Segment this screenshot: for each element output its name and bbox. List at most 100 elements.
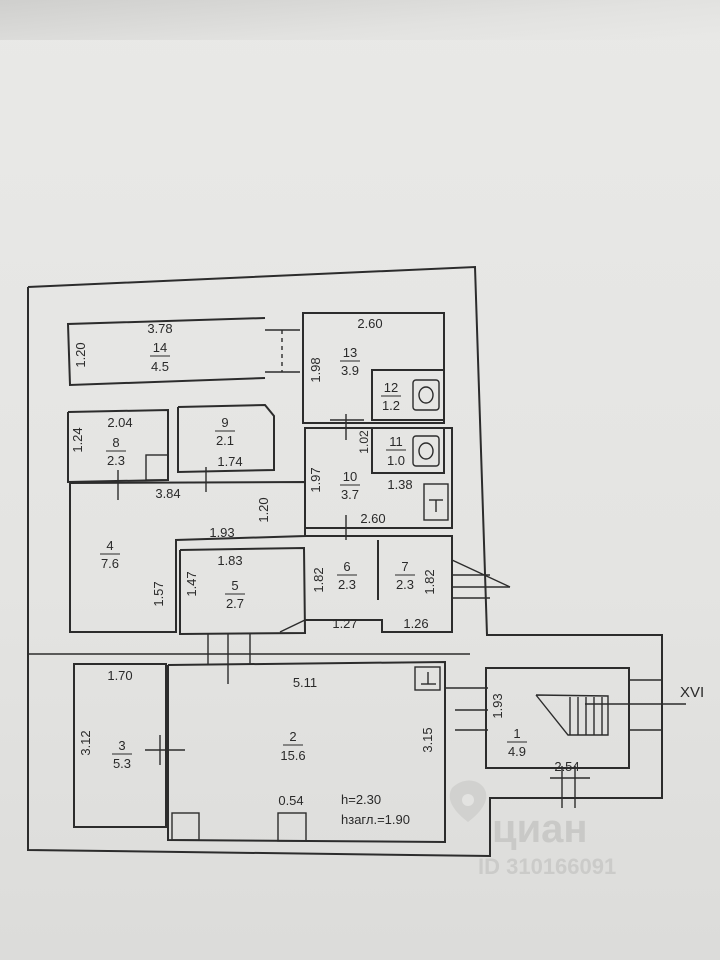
- svg-text:1.20: 1.20: [256, 497, 271, 522]
- entry-mark: [451, 559, 511, 588]
- room-3-label: 3 5.3 1.70 3.12: [78, 668, 133, 771]
- room-13-walls: [302, 312, 445, 424]
- svg-text:8: 8: [112, 435, 119, 450]
- svg-text:5.3: 5.3: [113, 756, 131, 771]
- svg-text:4.5: 4.5: [151, 359, 169, 374]
- svg-text:15.6: 15.6: [280, 748, 305, 763]
- svg-text:1.24: 1.24: [70, 427, 85, 452]
- column-2: [277, 812, 307, 842]
- svg-text:3.78: 3.78: [147, 321, 172, 336]
- room-1-walls: [485, 667, 630, 769]
- svg-text:14: 14: [153, 340, 167, 355]
- room-14-label: 14 4.5 3.78 1.20: [73, 321, 173, 374]
- svg-text:1.70: 1.70: [107, 668, 132, 683]
- room-10-walls: [304, 427, 453, 529]
- cian-logo-icon: [449, 780, 487, 822]
- svg-text:hзагл.=1.90: hзагл.=1.90: [341, 812, 410, 827]
- outer-wall: [27, 265, 663, 858]
- room-2-walls: [167, 660, 446, 844]
- svg-text:4: 4: [106, 538, 113, 553]
- threshold: [279, 618, 306, 633]
- svg-text:9: 9: [221, 415, 228, 430]
- svg-text:3.9: 3.9: [341, 363, 359, 378]
- room-5-label: 5 2.7 1.93 1.83 1.47: [184, 525, 245, 611]
- watermark-brand: циан: [492, 807, 588, 851]
- room-1-label: 1 4.9 1.93 2.54: [490, 693, 580, 774]
- svg-text:1.74: 1.74: [217, 454, 242, 469]
- svg-text:2.60: 2.60: [357, 316, 382, 331]
- room-13-label: 13 3.9 2.60 1.98: [308, 316, 383, 383]
- room-12-walls: [371, 369, 445, 421]
- svg-text:1.82: 1.82: [311, 567, 326, 592]
- svg-text:1.27: 1.27: [332, 616, 357, 631]
- svg-text:13: 13: [343, 345, 357, 360]
- room-5-walls: [179, 546, 307, 636]
- room-6-label: 6 2.3 1.82 1.27: [311, 559, 358, 631]
- svg-text:1.93: 1.93: [490, 693, 505, 718]
- heights-label: h=2.30 hзагл.=1.90: [341, 792, 410, 827]
- svg-text:2: 2: [289, 729, 296, 744]
- toilet-icon: [412, 435, 440, 467]
- room-10-fixture: [423, 483, 449, 521]
- room-8-niche: [145, 454, 169, 481]
- svg-text:11: 11: [389, 434, 403, 449]
- svg-text:1.20: 1.20: [73, 342, 88, 367]
- room-3-walls: [73, 663, 167, 828]
- svg-text:2.54: 2.54: [554, 759, 579, 774]
- room-11-label: 11 1.0 1.02: [357, 430, 406, 468]
- svg-text:3.12: 3.12: [78, 730, 93, 755]
- svg-text:2.7: 2.7: [226, 596, 244, 611]
- room-10-label: 10 3.7 1.97 1.38 2.60: [308, 467, 413, 526]
- svg-text:2.3: 2.3: [338, 577, 356, 592]
- svg-text:5.11: 5.11: [293, 675, 317, 690]
- svg-text:2.60: 2.60: [360, 511, 385, 526]
- svg-text:1: 1: [513, 726, 520, 741]
- sink-icon: [429, 499, 443, 512]
- stairs-icon: [535, 694, 609, 736]
- room-4-label: 4 7.6 3.84 1.57 1.20: [100, 486, 271, 607]
- room-6-7-walls: [305, 535, 453, 633]
- svg-text:10: 10: [343, 469, 357, 484]
- room-4-walls: [69, 480, 306, 633]
- room-2-label: 2 15.6 5.11 3.15 0.54: [278, 675, 435, 808]
- column-3: [414, 666, 441, 691]
- svg-text:1.57: 1.57: [151, 581, 166, 606]
- svg-text:0.54: 0.54: [278, 793, 303, 808]
- svg-text:2.3: 2.3: [107, 453, 125, 468]
- svg-text:12: 12: [384, 380, 398, 395]
- watermark-id: ID 310166091: [478, 854, 616, 879]
- svg-text:2.04: 2.04: [107, 415, 132, 430]
- room-14-walls: [66, 317, 266, 387]
- toilet-icon: [412, 379, 440, 411]
- svg-text:1.38: 1.38: [387, 477, 412, 492]
- svg-text:6: 6: [343, 559, 350, 574]
- svg-text:4.9: 4.9: [508, 744, 526, 759]
- room-9-label: 9 2.1 1.74: [215, 415, 243, 469]
- outlet-icon: [421, 672, 436, 685]
- svg-text:1.97: 1.97: [308, 467, 323, 492]
- svg-text:3: 3: [118, 738, 125, 753]
- svg-text:5: 5: [231, 578, 238, 593]
- svg-text:1.93: 1.93: [209, 525, 234, 540]
- svg-text:1.82: 1.82: [422, 569, 437, 594]
- svg-text:1.26: 1.26: [403, 616, 428, 631]
- svg-text:3.84: 3.84: [155, 486, 180, 501]
- room-9-walls: [177, 403, 275, 474]
- room-7-label: 7 2.3 1.82 1.26: [395, 559, 437, 631]
- section-mark: XVI: [680, 684, 704, 701]
- svg-text:3.7: 3.7: [341, 487, 359, 502]
- svg-text:h=2.30: h=2.30: [341, 792, 381, 807]
- column-1: [171, 812, 200, 841]
- paper-fold-shadow: [0, 0, 720, 40]
- svg-text:1.02: 1.02: [357, 430, 371, 454]
- room-8-label: 8 2.3 2.04 1.24: [70, 415, 133, 468]
- svg-text:1.47: 1.47: [184, 571, 199, 596]
- svg-text:1.2: 1.2: [382, 398, 400, 413]
- svg-text:7.6: 7.6: [101, 556, 119, 571]
- svg-text:7: 7: [401, 559, 408, 574]
- room-12-label: 12 1.2: [381, 380, 401, 413]
- svg-text:1.0: 1.0: [387, 453, 405, 468]
- svg-text:2.3: 2.3: [396, 577, 414, 592]
- svg-text:2.1: 2.1: [216, 433, 234, 448]
